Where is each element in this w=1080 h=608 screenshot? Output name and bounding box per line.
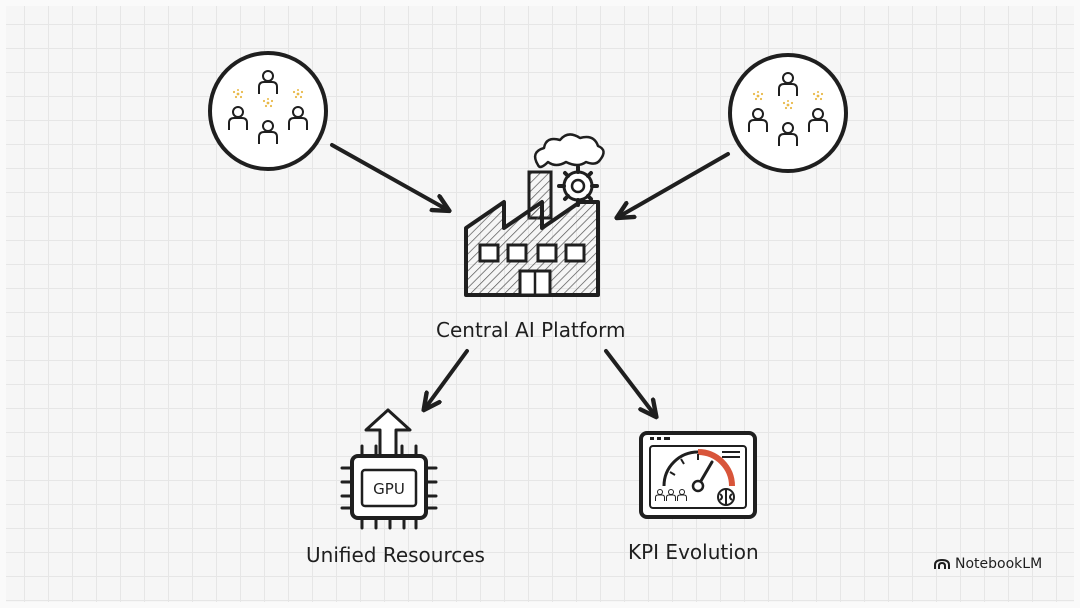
gpu-chip-label: GPU	[373, 480, 405, 498]
central-ai-platform-label: Central AI Platform	[436, 318, 626, 342]
gpu-chip-icon: GPU	[340, 408, 438, 530]
notebooklm-logo-icon	[934, 558, 950, 569]
arrow-platform-to-kpi	[604, 349, 654, 414]
unified-resources-label: Unified Resources	[306, 543, 485, 567]
factory-icon	[464, 133, 605, 297]
notebooklm-watermark: NotebookLM	[934, 556, 1042, 572]
arrow-platform-to-resources	[426, 349, 469, 407]
arrow-right-team-to-platform	[620, 152, 730, 216]
kpi-dashboard-icon	[639, 431, 757, 519]
brand-name: NotebookLM	[955, 556, 1043, 572]
kpi-evolution-label: KPI Evolution	[628, 540, 759, 564]
team-right-icon	[728, 53, 848, 173]
team-left-icon	[208, 51, 328, 171]
arrow-left-team-to-platform	[330, 143, 446, 209]
